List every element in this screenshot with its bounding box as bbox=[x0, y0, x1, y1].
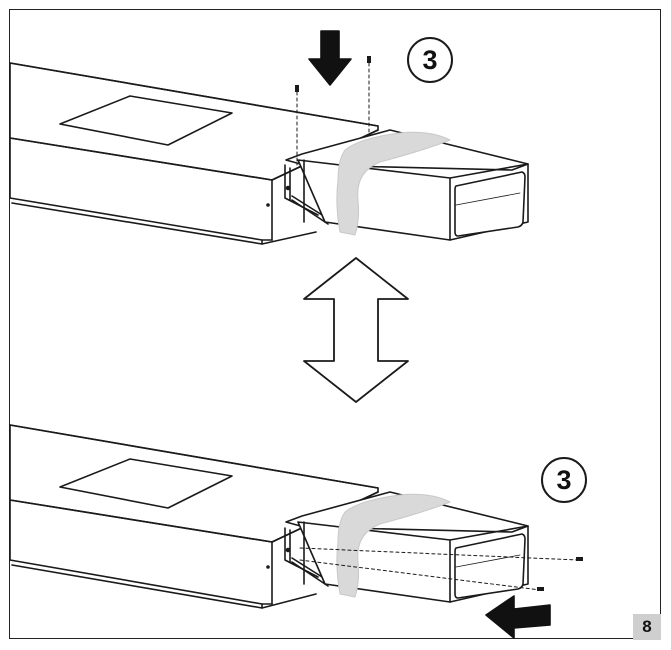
top-assembly bbox=[9, 30, 529, 245]
hood-top-panel bbox=[59, 95, 233, 146]
arrow-left-icon bbox=[485, 595, 551, 639]
step-number-badge-bottom: 3 bbox=[541, 457, 587, 503]
hood-body-bottom bbox=[9, 424, 379, 609]
bottom-assembly bbox=[9, 424, 583, 639]
tape-top bbox=[336, 131, 451, 236]
page-number-badge: 8 bbox=[633, 614, 661, 640]
hood-top-panel-bottom bbox=[59, 458, 233, 509]
arrow-down-icon bbox=[308, 30, 352, 86]
double-arrow-vertical-icon bbox=[303, 257, 409, 403]
tape-bottom bbox=[336, 493, 451, 598]
step-number-badge-top: 3 bbox=[407, 37, 453, 83]
hood-body-top bbox=[9, 62, 379, 245]
screw-group-top bbox=[295, 56, 371, 166]
screw-group-bottom bbox=[299, 547, 583, 591]
